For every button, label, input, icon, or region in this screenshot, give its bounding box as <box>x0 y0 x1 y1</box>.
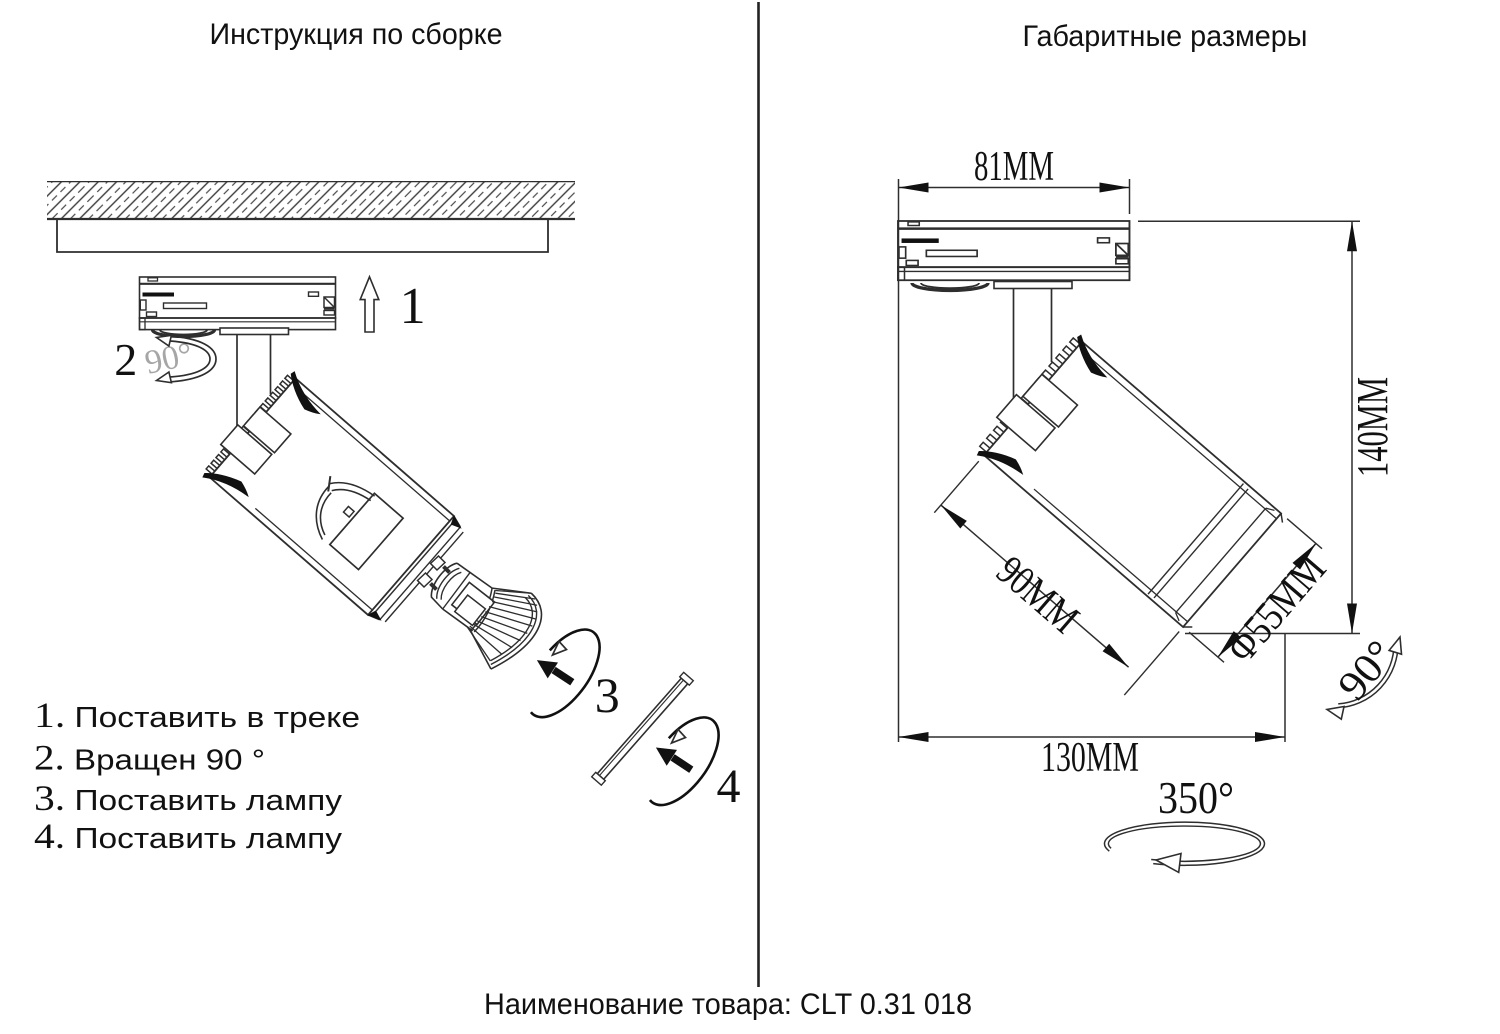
svg-text:1: 1 <box>400 278 426 335</box>
svg-text:140MM: 140MM <box>1348 377 1397 477</box>
svg-text:2: 2 <box>114 334 137 385</box>
svg-text:4: 4 <box>717 760 741 813</box>
svg-text:3: 3 <box>595 667 620 723</box>
svg-text:350°: 350° <box>1158 773 1234 823</box>
svg-text:Инструкция по сборке: Инструкция по сборке <box>210 18 503 51</box>
svg-text:81MM: 81MM <box>974 144 1054 190</box>
svg-text:Наименование товара: CLT 0.31: Наименование товара: CLT 0.31 018 <box>484 988 972 1021</box>
svg-text:2. Вращен 90 °: 2. Вращен 90 ° <box>34 738 265 778</box>
svg-text:130MM: 130MM <box>1041 735 1139 781</box>
svg-text:1. Поставить в треке: 1. Поставить в треке <box>34 695 360 735</box>
svg-text:3. Поставить лампу: 3. Поставить лампу <box>34 778 343 818</box>
svg-text:4. Поставить лампу: 4. Поставить лампу <box>34 816 343 856</box>
svg-text:Габаритные размеры: Габаритные размеры <box>1023 20 1308 53</box>
